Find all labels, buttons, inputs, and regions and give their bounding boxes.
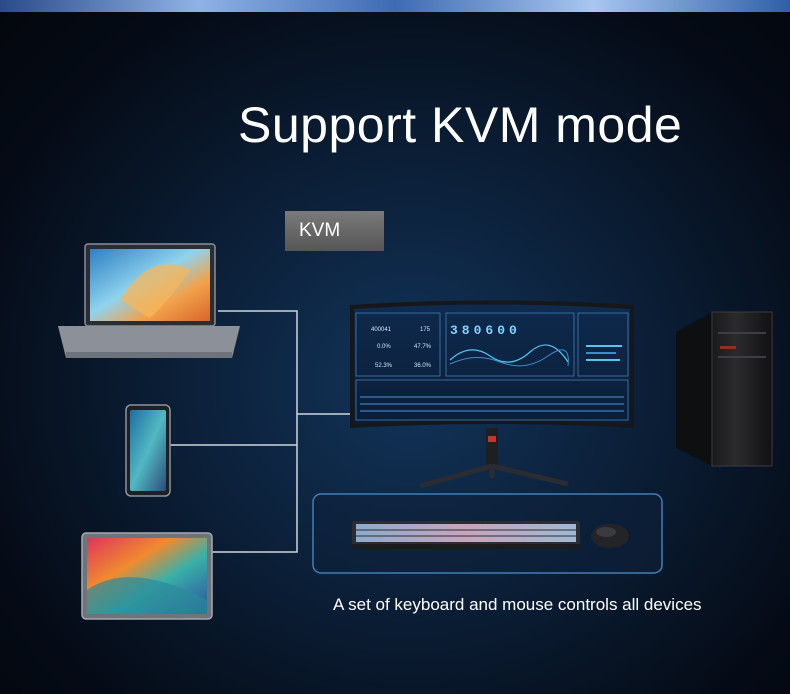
dashboard-stat-1: 400041 — [371, 327, 392, 333]
keyboard-icon — [352, 521, 580, 549]
mouse-icon — [591, 524, 629, 548]
laptop-icon — [58, 244, 240, 358]
caption-text: A set of keyboard and mouse controls all… — [333, 593, 753, 617]
dashboard-stat-4: 47.7% — [414, 344, 432, 350]
dashboard-stat-5: 52.3% — [375, 363, 393, 369]
tablet-icon — [82, 533, 212, 619]
dashboard-big-number: 380600 — [450, 323, 521, 338]
dashboard-stat-6: 36.0% — [414, 363, 432, 369]
desktop-tower-icon — [676, 312, 772, 466]
smartphone-icon — [126, 405, 170, 496]
dashboard-stat-2: 175 — [420, 327, 431, 333]
curved-monitor-icon: 380600 400041 175 0.0% 47.7% 52.3% 36.0% — [350, 301, 634, 487]
dashboard-stat-3: 0.0% — [377, 344, 391, 350]
